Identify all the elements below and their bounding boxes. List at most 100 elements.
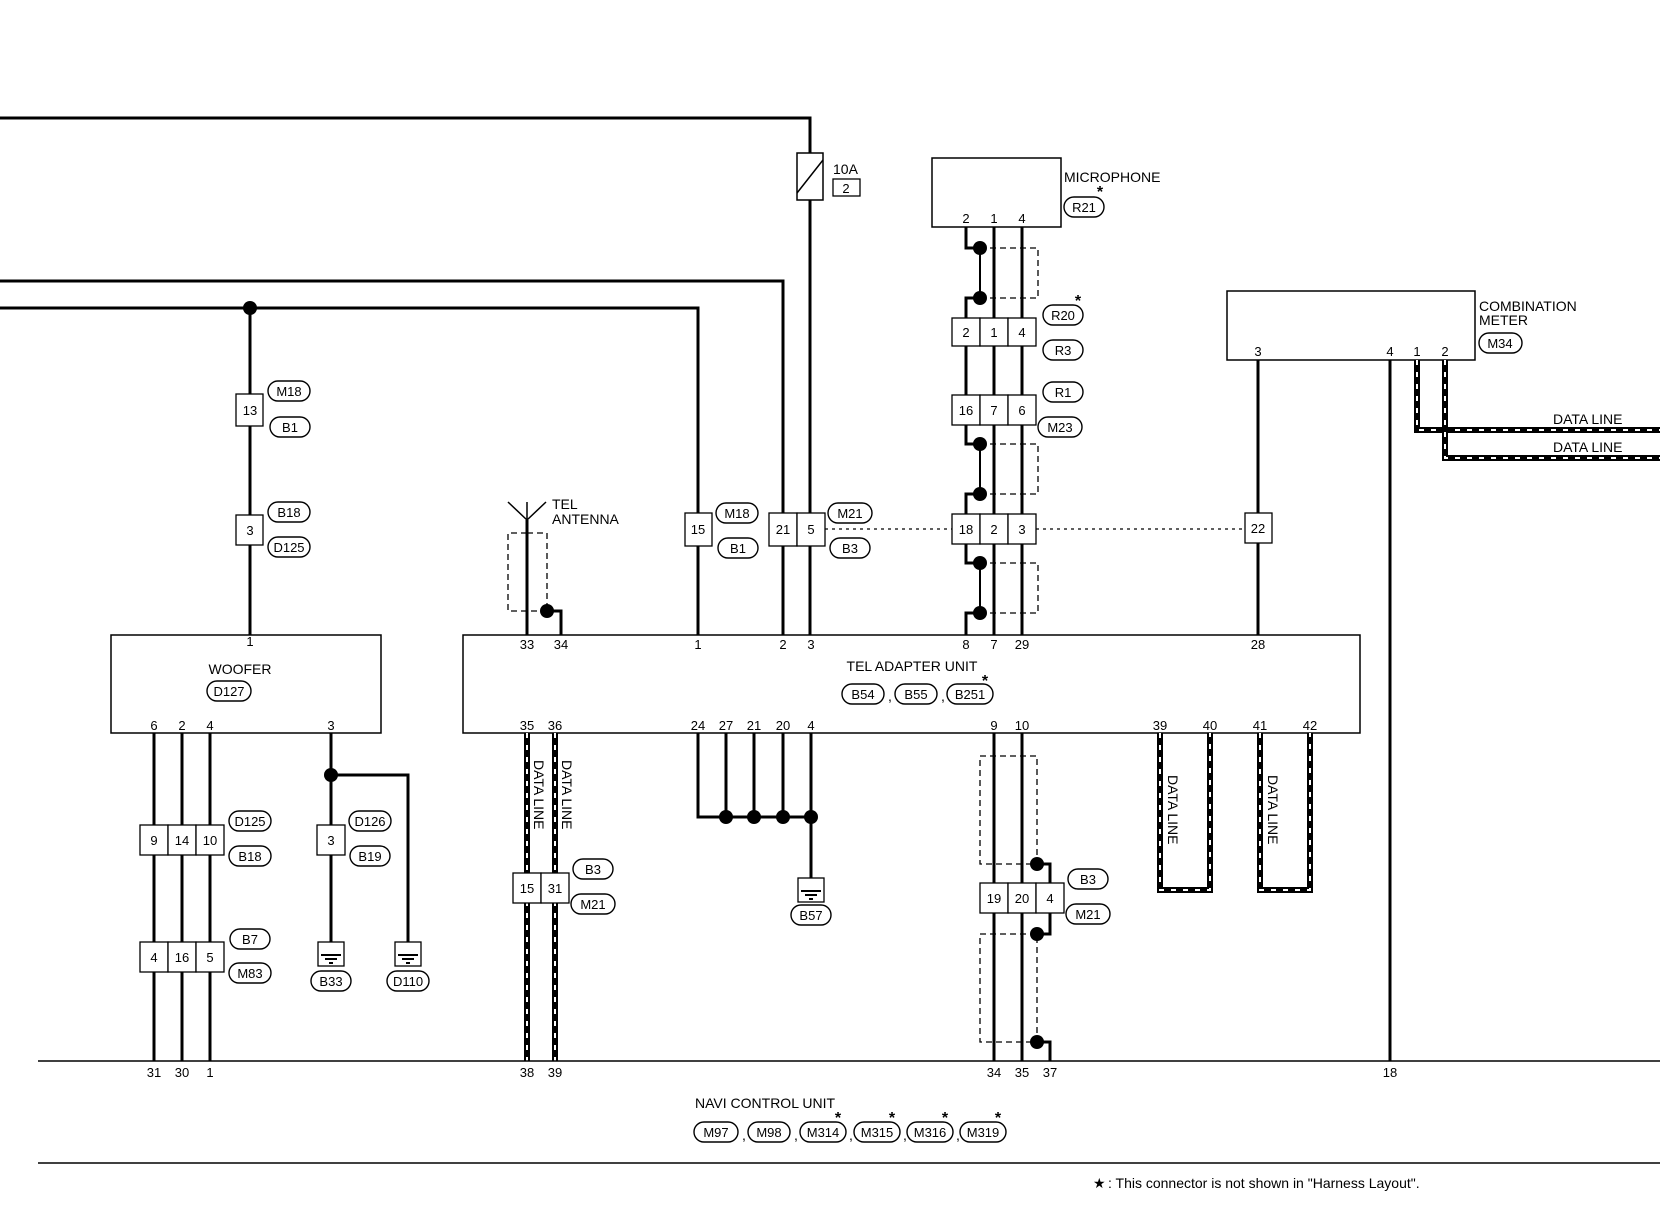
splice-dot <box>973 487 987 501</box>
splice-dot <box>973 556 987 570</box>
shield <box>979 933 1038 1043</box>
data-line-label: DATA LINE <box>1553 439 1623 455</box>
svg-text:D126: D126 <box>354 814 385 829</box>
svg-text:2: 2 <box>962 325 969 340</box>
svg-text:B1: B1 <box>730 541 746 556</box>
connector-d125: 9 14 10 <box>139 824 225 856</box>
star-marker: * <box>1075 293 1082 310</box>
svg-text:B18: B18 <box>277 505 300 520</box>
svg-text:13: 13 <box>243 403 257 418</box>
connector-r1: 16 7 6 <box>951 394 1037 426</box>
pin-label: 1 <box>246 634 253 649</box>
wire-top-3 <box>0 306 700 513</box>
data-line-label: DATA LINE <box>1553 411 1623 427</box>
connector-tag: D110 <box>386 970 430 992</box>
connector-b3-15: 15 31 <box>512 872 570 904</box>
svg-text:B19: B19 <box>358 849 381 864</box>
svg-text:M34: M34 <box>1487 336 1512 351</box>
splice-dot <box>1030 927 1044 941</box>
connector-tag: B3 <box>829 537 871 559</box>
connector-tag: M34 <box>1478 332 1523 354</box>
pin-label: 29 <box>1015 637 1029 652</box>
combination-meter: COMBINATION METER M34 3 4 1 2 <box>1226 290 1577 361</box>
svg-text:B3: B3 <box>1080 872 1096 887</box>
svg-text:D127: D127 <box>213 684 244 699</box>
star-marker: * <box>995 1110 1002 1127</box>
connector-tag: B3 <box>572 858 614 880</box>
connector-tag: M21 <box>570 893 616 915</box>
svg-text:1: 1 <box>990 325 997 340</box>
pin-label: 20 <box>776 718 790 733</box>
pin-label: 21 <box>747 718 761 733</box>
pin-label: 37 <box>1043 1065 1057 1080</box>
svg-text:5: 5 <box>807 522 814 537</box>
connector-tag: D127 <box>206 680 252 702</box>
connector-tag: B1 <box>717 537 759 559</box>
star-marker: * <box>1097 184 1104 201</box>
splice-dot <box>747 810 761 824</box>
svg-text:9: 9 <box>150 833 157 848</box>
pin-label: 36 <box>548 718 562 733</box>
woofer: 1 WOOFER D127 6 2 4 3 <box>110 634 382 734</box>
connector-tag: M21 <box>827 502 873 524</box>
connector-tag: M319 <box>959 1121 1007 1143</box>
pin-label: 2 <box>962 211 969 226</box>
connector-tag: D125 <box>228 810 272 832</box>
svg-text:M23: M23 <box>1047 420 1072 435</box>
woofer-label: WOOFER <box>209 661 272 677</box>
svg-text:22: 22 <box>1251 521 1265 536</box>
svg-text:M98: M98 <box>756 1125 781 1140</box>
data-line-wire <box>1259 733 1311 891</box>
connector-tag: R1 <box>1042 381 1084 403</box>
splice-dot <box>1030 857 1044 871</box>
separator: , <box>742 1127 746 1143</box>
svg-text:4: 4 <box>1046 891 1053 906</box>
svg-text:M314: M314 <box>807 1125 840 1140</box>
combination-meter-label: COMBINATION <box>1479 298 1577 314</box>
svg-text:M18: M18 <box>724 506 749 521</box>
shield <box>980 247 1039 299</box>
pin-label: 40 <box>1203 718 1217 733</box>
data-line-label: DATA LINE <box>559 760 575 830</box>
svg-text:16: 16 <box>959 403 973 418</box>
svg-text:4: 4 <box>150 950 157 965</box>
data-line-wire <box>1414 360 1660 433</box>
connector-tag: M98 <box>747 1121 791 1143</box>
pin-label: 24 <box>691 718 705 733</box>
svg-text:2: 2 <box>990 522 997 537</box>
pin-label: 1 <box>206 1065 213 1080</box>
svg-text:15: 15 <box>691 522 705 537</box>
separator: , <box>941 688 945 704</box>
fuse-number: 2 <box>842 181 849 196</box>
combination-meter-label-2: METER <box>1479 312 1528 328</box>
svg-text:19: 19 <box>987 891 1001 906</box>
splice-dot <box>776 810 790 824</box>
connector-tag: B33 <box>310 970 352 992</box>
separator: , <box>794 1127 798 1143</box>
pin-label: 38 <box>520 1065 534 1080</box>
svg-text:16: 16 <box>175 950 189 965</box>
pin-label: 2 <box>779 637 786 652</box>
svg-text:14: 14 <box>175 833 189 848</box>
connector-22: 22 <box>1244 512 1273 544</box>
pin-label: 3 <box>807 637 814 652</box>
connector-tag: B54 <box>841 683 885 705</box>
splice-dot <box>973 241 987 255</box>
connector-tag: B7 <box>229 928 271 950</box>
star-marker: * <box>889 1110 896 1127</box>
connector-tag: B19 <box>349 845 391 867</box>
splice-dot <box>973 291 987 305</box>
shield <box>980 562 1039 614</box>
svg-text:M319: M319 <box>967 1125 1000 1140</box>
pin-label: 3 <box>1254 344 1261 359</box>
microphone-label: MICROPHONE <box>1064 169 1160 185</box>
svg-text:B1: B1 <box>282 420 298 435</box>
splice-dot <box>973 437 987 451</box>
connector-m18-13: 13 <box>235 393 264 427</box>
connector-tag: R20 <box>1042 304 1084 326</box>
svg-text:21: 21 <box>776 522 790 537</box>
connector-tag: B57 <box>790 904 832 926</box>
svg-text:R21: R21 <box>1072 200 1096 215</box>
splice-dot <box>719 810 733 824</box>
tel-adapter-label: TEL ADAPTER UNIT <box>847 658 978 674</box>
